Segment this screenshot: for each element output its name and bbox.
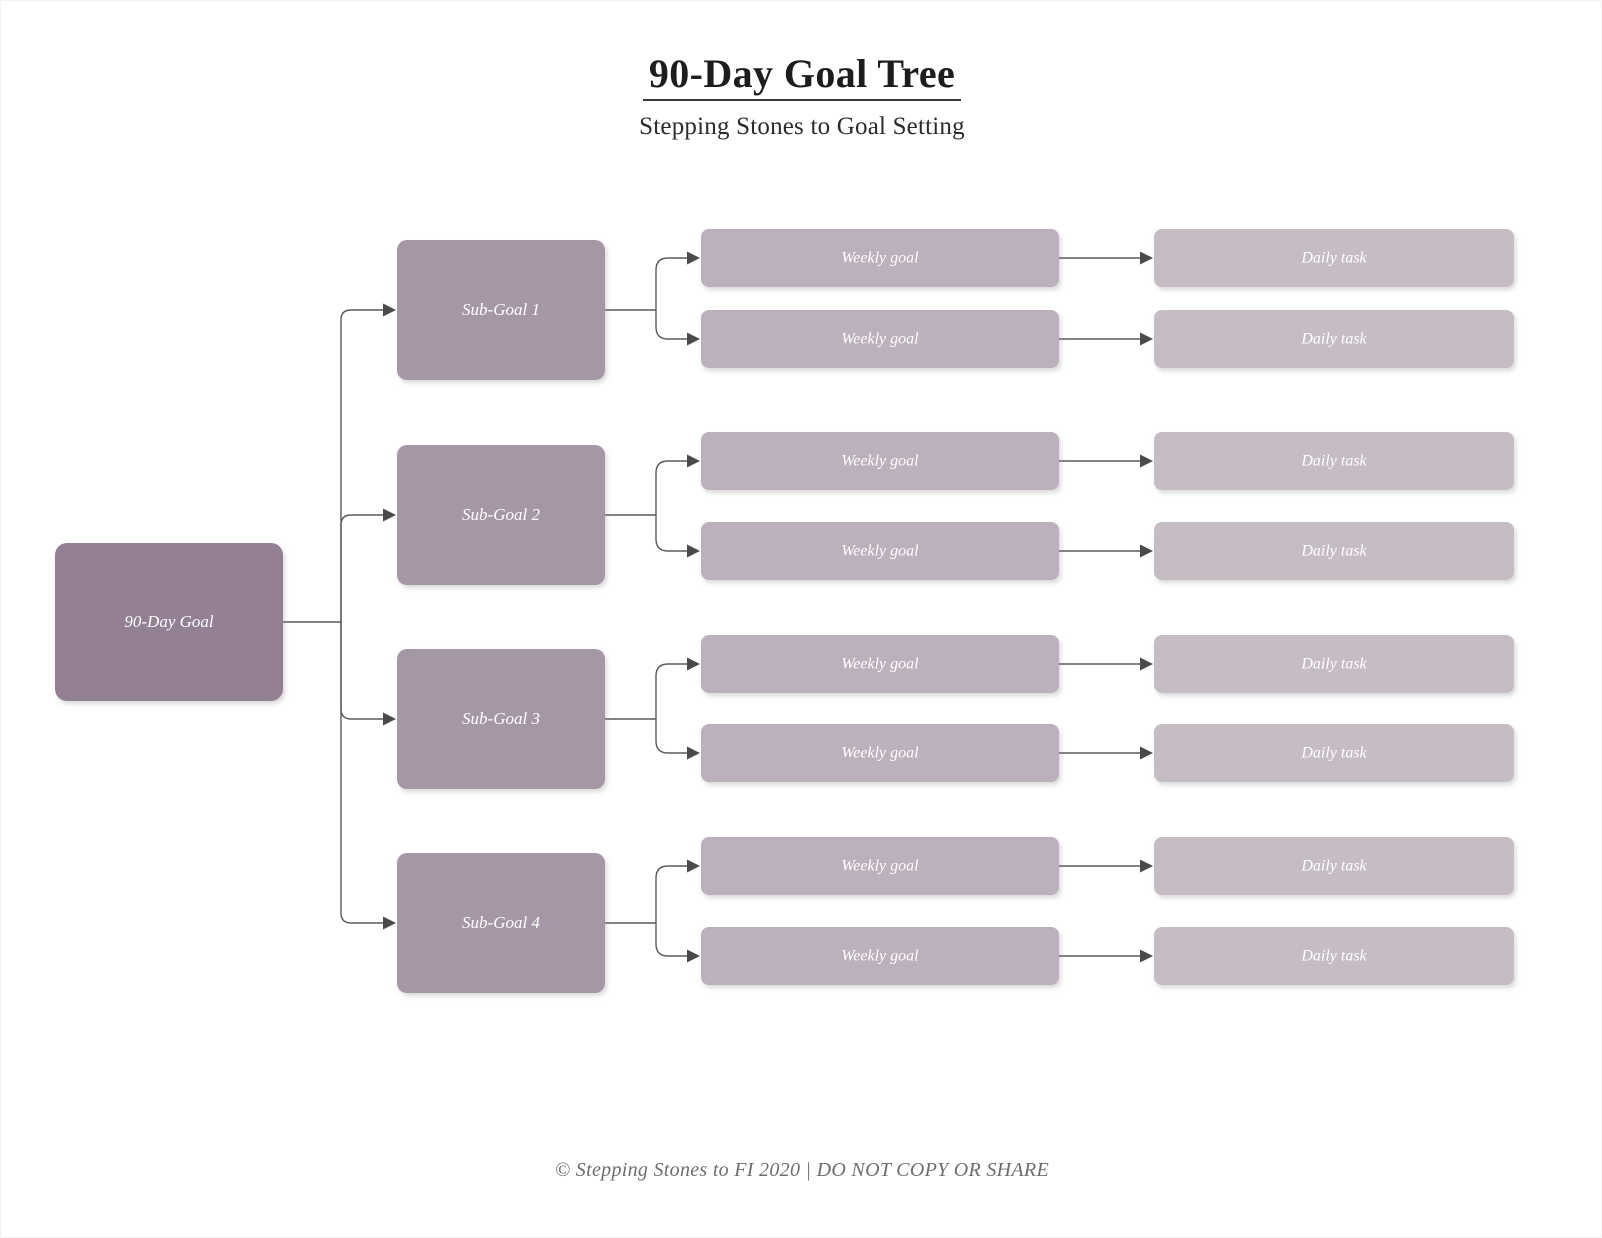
arrow-subgoal-3-to-weekly-1 [687,657,700,671]
node-weekly-goal-3-2[interactable] [701,724,1059,782]
node-daily-task-1-2-label: Daily task [1300,331,1367,348]
arrow-subgoal-2-to-weekly-1 [687,454,700,468]
connector-root-to-subgoal-4 [340,622,383,924]
connector-layer [283,251,1153,963]
node-daily-task-4-1[interactable] [1154,837,1514,895]
node-subgoal-2[interactable] [397,445,605,585]
node-weekly-goal-3-2-label: Weekly goal [841,745,919,762]
page-subtitle: Stepping Stones to Goal Setting [639,113,965,141]
connector-subgoal-4-to-weekly-1 [655,865,687,923]
node-weekly-goal-3-1-label: Weekly goal [841,656,919,673]
node-daily-task-3-1[interactable] [1154,635,1514,693]
arrow-root-to-subgoal-3 [383,712,396,726]
page-footer: © Stepping Stones to FI 2020 | DO NOT CO… [1,1159,1602,1182]
arrow-subgoal-1-to-weekly-1 [687,251,700,265]
node-daily-task-2-2-label: Daily task [1300,543,1367,560]
arrow-weekly-1-2-to-daily [1140,332,1153,346]
node-subgoal-4[interactable] [397,853,605,993]
arrow-subgoal-1-to-weekly-2 [687,332,700,346]
node-subgoal-4-label: Sub-Goal 4 [462,913,540,932]
node-weekly-goal-4-2-label: Weekly goal [841,948,919,965]
arrow-subgoal-3-to-weekly-2 [687,746,700,760]
connector-root-to-subgoal-2 [340,514,383,622]
arrow-root-to-subgoal-4 [383,916,396,930]
node-root-goal-label: 90-Day Goal [124,612,214,631]
node-weekly-goal-2-2[interactable] [701,522,1059,580]
arrow-weekly-2-1-to-daily [1140,454,1153,468]
arrow-root-to-subgoal-2 [383,508,396,522]
node-daily-task-1-1[interactable] [1154,229,1514,287]
page-title: 90-Day Goal Tree [642,52,962,102]
node-daily-task-3-1-label: Daily task [1300,656,1367,673]
connector-subgoal-3-to-weekly-1 [655,663,687,719]
connector-root-to-subgoal-1 [340,309,383,622]
node-subgoal-2-label: Sub-Goal 2 [462,505,540,524]
node-daily-task-2-1-label: Daily task [1300,453,1367,470]
node-weekly-goal-2-1[interactable] [701,432,1059,490]
node-daily-task-1-1-label: Daily task [1300,250,1367,267]
node-daily-task-4-1-label: Daily task [1300,858,1367,875]
node-weekly-goal-1-1[interactable] [701,229,1059,287]
connector-subgoal-1-to-weekly-2 [655,310,687,340]
connector-subgoal-4-to-weekly-2 [655,923,687,957]
arrow-weekly-4-2-to-daily [1140,949,1153,963]
node-subgoal-1-label: Sub-Goal 1 [462,300,540,319]
arrow-subgoal-4-to-weekly-2 [687,949,700,963]
node-weekly-goal-1-2-label: Weekly goal [841,331,919,348]
node-weekly-goal-2-1-label: Weekly goal [841,453,919,470]
node-weekly-goal-3-1[interactable] [701,635,1059,693]
copyright-notice: © Stepping Stones to FI 2020 | DO NOT CO… [555,1159,1049,1181]
node-subgoal-1[interactable] [397,240,605,380]
node-weekly-goal-4-1[interactable] [701,837,1059,895]
node-daily-task-4-2[interactable] [1154,927,1514,985]
arrow-subgoal-2-to-weekly-2 [687,544,700,558]
node-root-goal[interactable] [55,543,283,701]
node-weekly-goal-4-1-label: Weekly goal [841,858,919,875]
connector-subgoal-1-to-weekly-1 [655,257,687,310]
arrow-weekly-4-1-to-daily [1140,859,1153,873]
connector-subgoal-2-to-weekly-1 [655,460,687,515]
node-weekly-goal-4-2[interactable] [701,927,1059,985]
node-daily-task-4-2-label: Daily task [1300,948,1367,965]
arrow-root-to-subgoal-1 [383,303,396,317]
arrow-weekly-1-1-to-daily [1140,251,1153,265]
connector-root-to-subgoal-3 [340,622,383,720]
node-weekly-goal-1-1-label: Weekly goal [841,250,919,267]
connector-subgoal-2-to-weekly-2 [655,515,687,552]
arrow-weekly-3-1-to-daily [1140,657,1153,671]
connector-subgoal-3-to-weekly-2 [655,719,687,754]
node-daily-task-1-2[interactable] [1154,310,1514,368]
node-daily-task-2-1[interactable] [1154,432,1514,490]
node-daily-task-3-2[interactable] [1154,724,1514,782]
arrow-subgoal-4-to-weekly-1 [687,859,700,873]
node-daily-task-2-2[interactable] [1154,522,1514,580]
node-subgoal-3-label: Sub-Goal 3 [462,709,540,728]
arrow-weekly-3-2-to-daily [1140,746,1153,760]
page-header: 90-Day Goal Tree Stepping Stones to Goal… [1,52,1602,141]
node-subgoal-3[interactable] [397,649,605,789]
node-weekly-goal-1-2[interactable] [701,310,1059,368]
node-weekly-goal-2-2-label: Weekly goal [841,543,919,560]
node-daily-task-3-2-label: Daily task [1300,745,1367,762]
arrow-weekly-2-2-to-daily [1140,544,1153,558]
